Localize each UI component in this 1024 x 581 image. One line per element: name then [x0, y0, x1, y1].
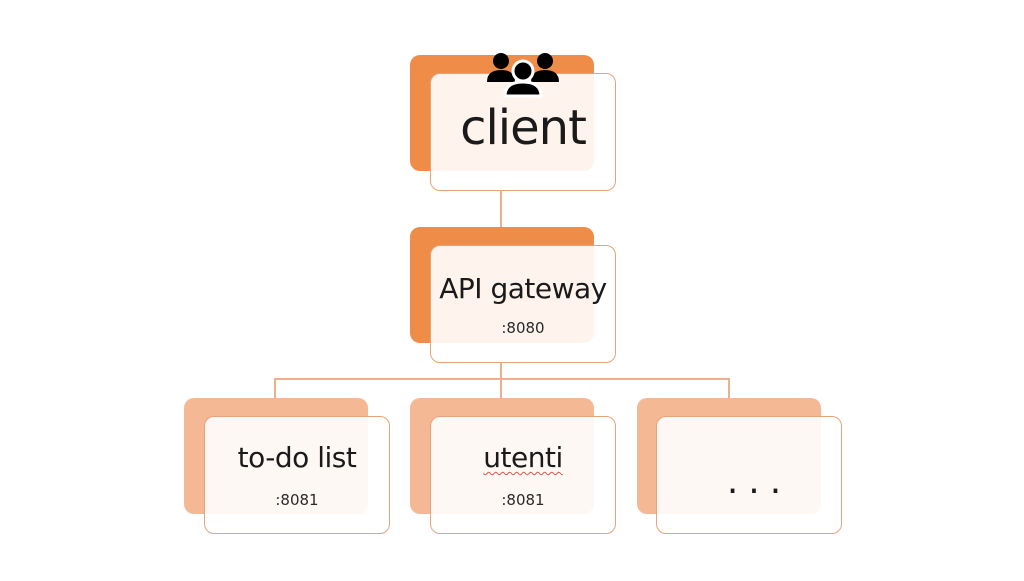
utenti-node-port: :8081 — [501, 491, 545, 509]
gateway-node-title: API gateway — [439, 272, 607, 305]
connector-client-gateway — [500, 190, 502, 246]
utenti-node: utenti :8081 — [430, 416, 616, 534]
todo-node: to-do list :8081 — [204, 416, 390, 534]
connector-to-more — [728, 378, 730, 416]
more-node-title: ... — [726, 461, 792, 502]
todo-node-title: to-do list — [237, 441, 357, 474]
connector-to-utenti — [500, 378, 502, 416]
connector-horizontal-bus — [274, 378, 729, 380]
more-node: ... — [656, 416, 842, 534]
connector-to-todo — [274, 378, 276, 416]
users-group-icon — [487, 53, 559, 98]
todo-node-port: :8081 — [275, 491, 319, 509]
gateway-node: API gateway :8080 — [430, 245, 616, 363]
client-node-title: client — [460, 100, 587, 156]
utenti-node-title: utenti — [431, 441, 615, 474]
gateway-node-port: :8080 — [501, 319, 545, 337]
connector-gateway-stem — [500, 362, 502, 379]
utenti-node-title-text: utenti — [483, 441, 563, 474]
